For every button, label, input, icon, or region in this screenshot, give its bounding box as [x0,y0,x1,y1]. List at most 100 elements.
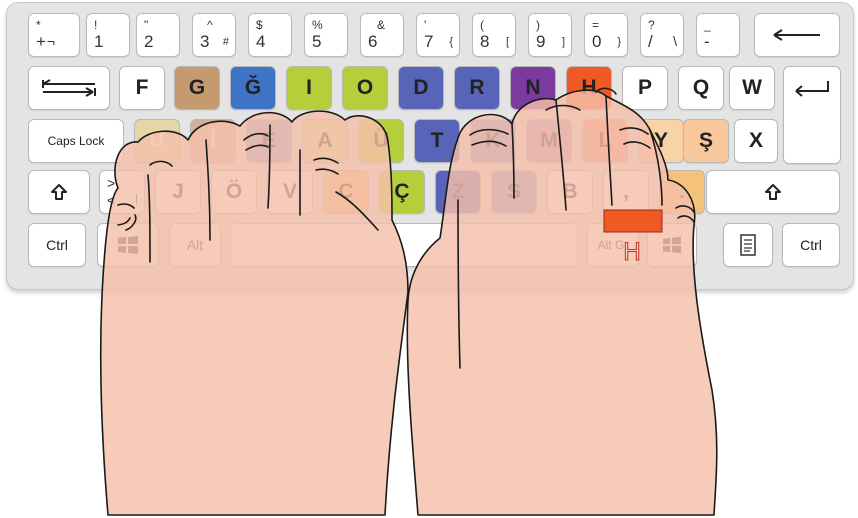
key-5[interactable]: %5 [304,13,348,57]
key-letter: Ü [373,129,388,153]
key-9[interactable]: )9] [528,13,572,57]
key-main-symbol: 7 [424,33,433,50]
key-letter: . [679,180,685,204]
key-letter: Ş [699,129,713,153]
key-letter: L [599,129,612,153]
key-i[interactable]: I [286,66,332,110]
key-side-symbol: ¬ [47,34,55,48]
key-letter: Q [693,76,709,100]
key-question[interactable]: ?/\ [640,13,684,57]
key-s[interactable]: S [491,170,537,214]
key-right-shift[interactable] [706,170,840,214]
key-angle[interactable]: ><| [99,170,145,214]
key-g-breve[interactable]: Ğ [230,66,276,110]
highlighted-key-label: H [623,240,641,264]
key-p[interactable]: P [622,66,668,110]
backspace-arrow-icon [772,28,822,42]
key-3[interactable]: ^3# [192,13,236,57]
key-right-ctrl[interactable]: Ctrl [782,223,840,267]
key-top-symbol: = [592,19,599,31]
key-1[interactable]: !1 [86,13,130,57]
key-backspace[interactable] [754,13,840,57]
key-letter: E [262,129,276,153]
key-c[interactable]: C [323,170,369,214]
key-n[interactable]: N [510,66,556,110]
key-top-symbol: " [144,19,148,31]
key-space[interactable] [230,223,578,267]
key-windows[interactable] [97,223,159,267]
key-asterisk-plus[interactable]: *+¬ [28,13,80,57]
key-top-symbol: _ [704,19,711,31]
key-g[interactable]: G [174,66,220,110]
key-j[interactable]: J [155,170,201,214]
key-a[interactable]: A [302,119,348,163]
key-k[interactable]: K [470,119,516,163]
key-letter: W [742,76,762,100]
key-alt[interactable]: Alt [169,223,221,267]
key-u[interactable]: U [134,119,180,163]
key-letter: I [306,76,312,100]
context-menu-icon [740,234,756,256]
key-l[interactable]: L [582,119,628,163]
key-tab[interactable] [28,66,110,110]
key-b[interactable]: B [547,170,593,214]
key-letter: G [189,76,205,100]
key-main-symbol: 4 [256,33,265,50]
key-comma[interactable]: , [603,170,649,214]
key-7[interactable]: '7{ [416,13,460,57]
key-t[interactable]: T [414,119,460,163]
key-w[interactable]: W [729,66,775,110]
key-letter: S [507,180,521,204]
key-z[interactable]: Z [435,170,481,214]
key-r[interactable]: R [454,66,500,110]
key-top-symbol: % [312,19,323,31]
key-o-umlaut[interactable]: Ö [211,170,257,214]
key-label: Ctrl [800,237,822,253]
key-dot[interactable]: . [659,170,705,214]
key-letter: C [338,180,353,204]
key-top-symbol: ^ [207,19,213,31]
key-h[interactable]: H [566,66,612,110]
shift-arrow-icon [50,183,68,201]
key-side-symbol: # [223,37,229,48]
key-right-windows[interactable] [647,223,697,267]
key-main-symbol: 9 [536,33,545,50]
key-d[interactable]: D [398,66,444,110]
key-8[interactable]: (8[ [472,13,516,57]
enter-return-icon [792,79,832,99]
key-caps-lock[interactable]: Caps Lock [28,119,124,163]
key-y[interactable]: Y [638,119,684,163]
key-dotted-i[interactable]: İ [190,119,236,163]
key-o[interactable]: O [342,66,388,110]
key-e[interactable]: E [246,119,292,163]
key-6[interactable]: &6 [360,13,404,57]
key-2[interactable]: "2 [136,13,180,57]
key-top-symbol: ' [424,19,426,31]
key-top-symbol: ) [536,19,540,31]
key-label: Caps Lock [48,134,105,148]
key-enter[interactable] [783,66,841,164]
key-0[interactable]: =0} [584,13,628,57]
key-main-symbol: - [704,33,710,50]
key-s-cedilla[interactable]: Ş [683,119,729,163]
key-left-shift[interactable] [28,170,90,214]
key-f[interactable]: F [119,66,165,110]
key-top-symbol: * [36,19,41,31]
key-c-cedilla[interactable]: Ç [379,170,425,214]
key-letter: N [525,76,540,100]
shift-arrow-icon [764,183,782,201]
key-u-umlaut[interactable]: Ü [358,119,404,163]
key-v[interactable]: V [267,170,313,214]
key-left-ctrl[interactable]: Ctrl [28,223,86,267]
key-top-symbol: ? [648,19,655,31]
key-dash[interactable]: _- [696,13,740,57]
key-q[interactable]: Q [678,66,724,110]
key-top-symbol: ( [480,19,484,31]
key-4[interactable]: $4 [248,13,292,57]
key-x[interactable]: X [734,119,778,163]
key-side-symbol: | [135,194,138,205]
key-letter: R [469,76,484,100]
key-menu[interactable] [723,223,773,267]
key-letter: Z [452,180,465,204]
key-m[interactable]: M [526,119,572,163]
